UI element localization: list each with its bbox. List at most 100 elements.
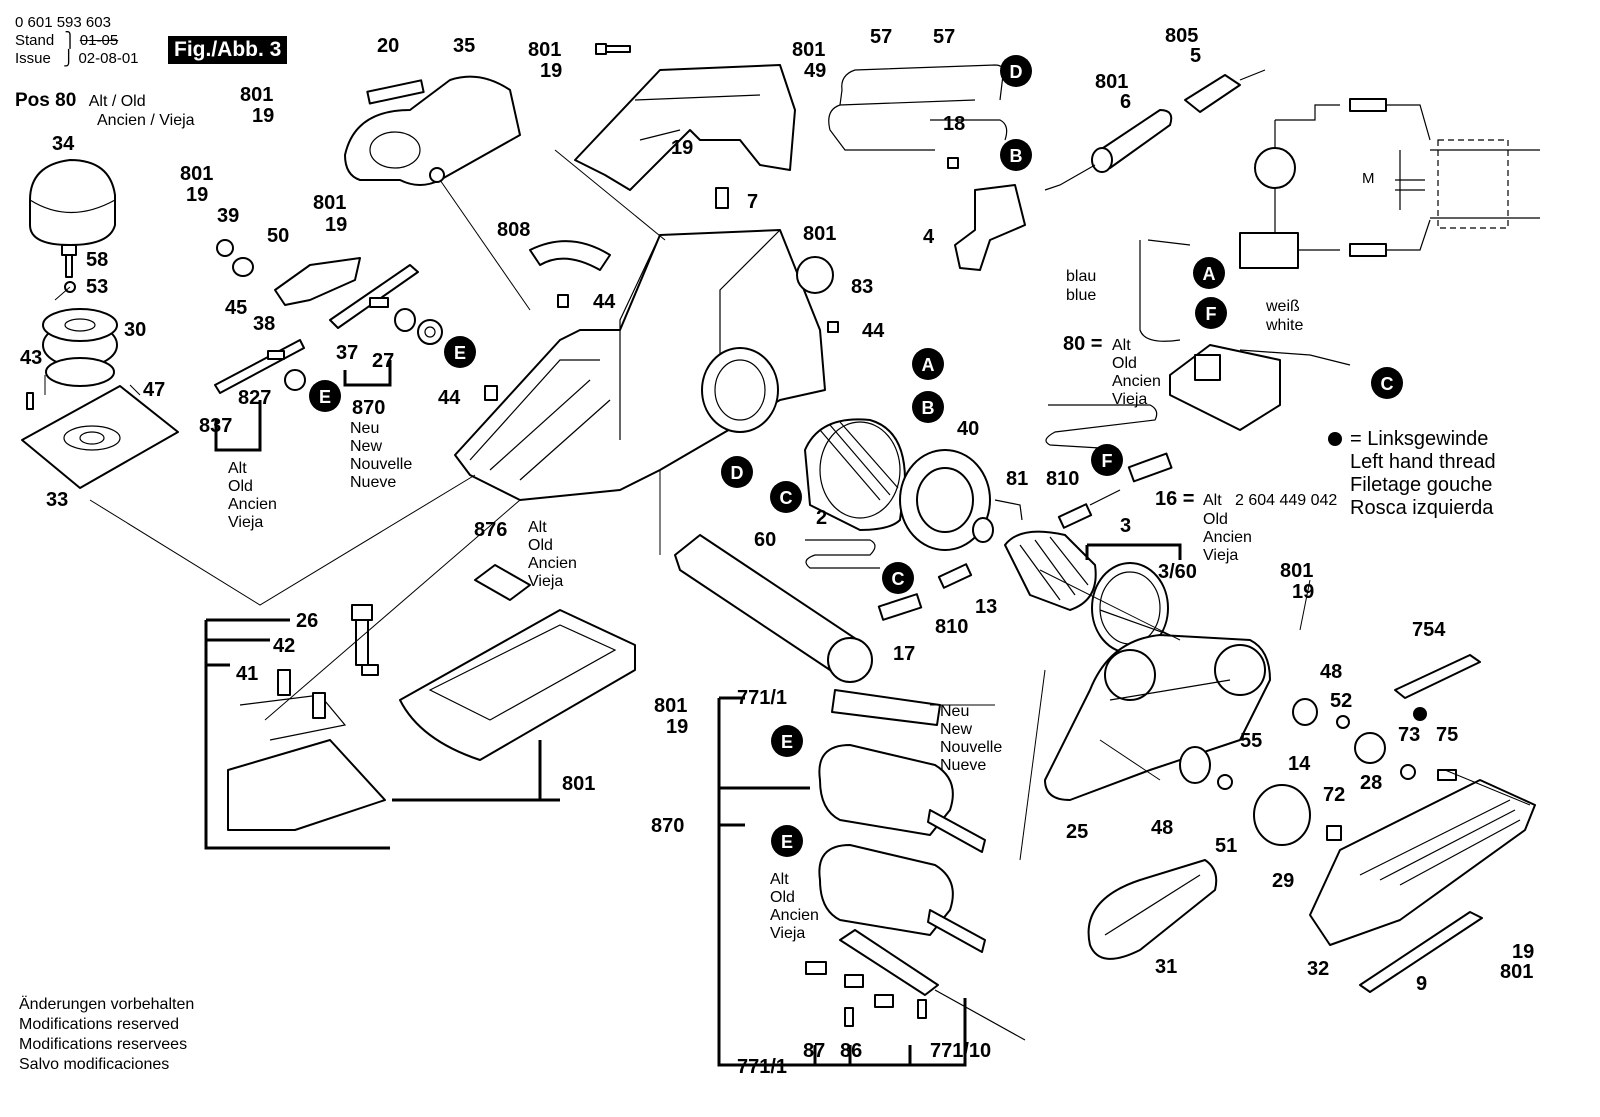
part-label: 41 [236, 663, 258, 685]
stand-label: Stand [15, 32, 55, 49]
alt-part-number: 2 604 449 042 [1235, 492, 1337, 509]
connector-badge-c: C [770, 481, 802, 513]
part-label: 44 [438, 387, 461, 409]
connector-badge-e: E [444, 336, 476, 368]
armature-part [1004, 530, 1171, 654]
nut-part-3 [484, 385, 498, 401]
part-label: 19 [1292, 581, 1314, 603]
modification-notes: Änderungen vorbehalten Modifications res… [19, 995, 194, 1075]
svg-text:E: E [781, 832, 793, 852]
part-label: 805 [1165, 25, 1198, 47]
cable-part [1044, 69, 1266, 191]
part-label: 55 [1240, 730, 1262, 752]
blade-holder-part [831, 689, 941, 726]
part-label: 52 [1330, 690, 1352, 712]
left-thread-dot [1413, 707, 1427, 721]
part-label: 32 [1307, 958, 1329, 980]
scale-plate-part [21, 385, 179, 489]
clamp-bar-part [839, 929, 939, 996]
pulley-parts [1179, 698, 1416, 846]
svg-text:D: D [1010, 62, 1023, 82]
bearing-parts [216, 239, 443, 391]
left-thread-dot-icon [1328, 432, 1342, 446]
part-label: 29 [1272, 870, 1294, 892]
alt-label: Alt [1112, 337, 1131, 354]
neu-label: Neu [940, 703, 969, 720]
old-label: Old [528, 537, 553, 554]
part-label: 801 [1500, 961, 1533, 983]
weiss-label: weiß [1265, 298, 1300, 315]
cover-plate-part [529, 240, 611, 271]
depth-knob-part [42, 308, 118, 387]
vieja-label: Vieja [528, 573, 563, 590]
part-label: 33 [46, 489, 68, 511]
belt-part [1087, 859, 1218, 960]
housing-part [454, 229, 826, 501]
part-label: 73 [1398, 724, 1420, 746]
part-label: 801 [1095, 71, 1128, 93]
part-label: 801 [803, 223, 836, 245]
cap-part [796, 256, 834, 294]
nut-part [827, 321, 839, 333]
connector-badge-a: A [1193, 257, 1225, 289]
legend-line3: Filetage gouche [1350, 474, 1493, 496]
part-label: 40 [957, 418, 979, 440]
brush-part-810 [937, 563, 973, 589]
part-label: 75 [1436, 724, 1458, 746]
part-label: 19 [540, 60, 562, 82]
clip-part [715, 187, 729, 209]
part-label: 801 [1280, 560, 1313, 582]
svg-text:B: B [922, 398, 935, 418]
svg-text:E: E [781, 732, 793, 752]
blade-part [934, 989, 1026, 1041]
connector-badge-e: E [771, 825, 803, 857]
field-coil-part [804, 418, 906, 531]
cutter-drum-old [818, 844, 986, 953]
part-label: 771/1 [737, 1056, 787, 1078]
part-label: 14 [1288, 753, 1311, 775]
svg-text:C: C [892, 569, 905, 589]
ancien-label: Ancien [228, 496, 277, 513]
part-label: 19 [1512, 941, 1534, 963]
figure-label: Fig./Abb. 3 [168, 36, 288, 64]
part-label: 19 [186, 184, 208, 206]
part-label: 13 [975, 596, 997, 618]
part-label: 25 [1066, 821, 1088, 843]
legend-line4: Rosca izquierda [1350, 497, 1494, 519]
part-label: 4 [923, 226, 935, 248]
base-plate-part [399, 609, 636, 761]
part-label: 19 [325, 214, 347, 236]
alt-label: Alt [1203, 492, 1222, 509]
bracket-part [214, 257, 419, 394]
part-label: 48 [1151, 817, 1173, 839]
part-label: 34 [52, 133, 75, 155]
part-label: 17 [893, 643, 915, 665]
part-label: 801 [562, 773, 595, 795]
pos-number: Pos 80 [15, 90, 77, 111]
part-label: 72 [1323, 784, 1345, 806]
part-label: 771/1 [737, 687, 787, 709]
wiring-schematic [1239, 98, 1540, 269]
blue-label: blue [1066, 287, 1096, 304]
svg-text:C: C [780, 488, 793, 508]
part-label: 801 [654, 695, 687, 717]
note-line: Modifications reserved [19, 1016, 180, 1033]
part-label: 870 [651, 815, 684, 837]
tube-part [674, 534, 873, 683]
issue-date: 02-08-01 [78, 50, 139, 67]
brush-holder-part [1057, 452, 1173, 529]
stand-old: 01-05 [79, 32, 119, 49]
part-label: 771/10 [930, 1040, 991, 1062]
part-label: 50 [267, 225, 289, 247]
part-label: 57 [870, 26, 892, 48]
part-label: 60 [754, 529, 776, 551]
alt-label: Alt [228, 460, 247, 477]
connector-badge-e: E [771, 725, 803, 757]
part-label: 58 [86, 249, 108, 271]
note-line: Modifications reservees [19, 1036, 188, 1053]
svg-text:B: B [1010, 146, 1023, 166]
ancien-label: Ancien [1203, 529, 1252, 546]
svg-text:C: C [1381, 374, 1394, 394]
part-label: 39 [217, 205, 239, 227]
part-label: 810 [1046, 468, 1079, 490]
